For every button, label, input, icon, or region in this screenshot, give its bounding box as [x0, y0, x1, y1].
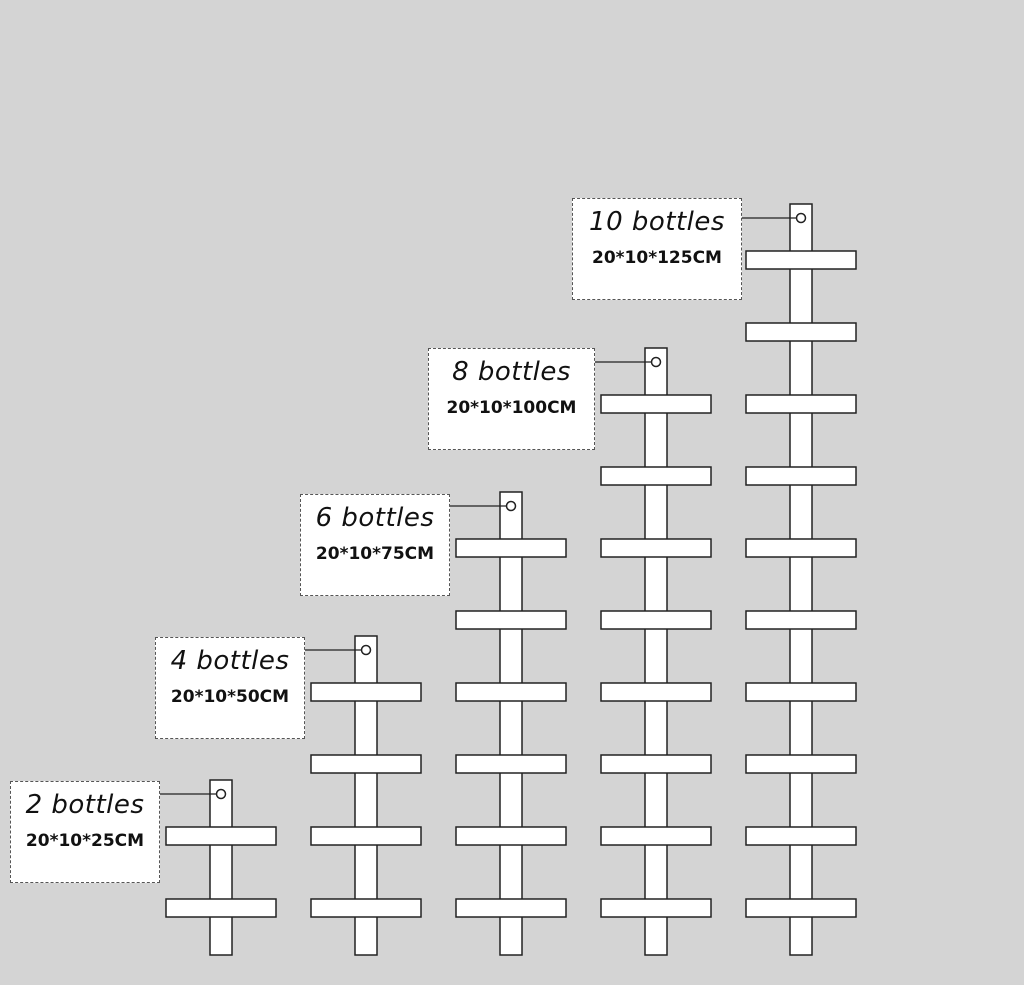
rack-bar	[745, 250, 857, 270]
hanging-hole-icon	[505, 500, 517, 512]
rack-bar	[310, 898, 422, 918]
rack-pole	[354, 635, 378, 956]
label-6-bottles: 6 bottles 20*10*75CM	[300, 494, 450, 596]
label-dimensions: 20*10*100CM	[446, 398, 577, 418]
label-dimensions: 20*10*125CM	[592, 248, 722, 268]
label-dimensions: 20*10*25CM	[25, 831, 145, 851]
rack-bar	[745, 826, 857, 846]
rack-bar	[600, 898, 712, 918]
rack-pole	[209, 779, 233, 956]
label-dimensions: 20*10*75CM	[315, 544, 435, 564]
hanging-hole-icon	[360, 644, 372, 656]
hanging-hole-icon	[795, 212, 807, 224]
rack-bar	[745, 538, 857, 558]
hanging-hole-icon	[650, 356, 662, 368]
label-8-bottles: 8 bottles 20*10*100CM	[428, 348, 595, 450]
label-title: 8 bottles	[452, 357, 571, 387]
rack-bar	[745, 394, 857, 414]
rack-bar	[455, 754, 567, 774]
label-2-bottles: 2 bottles 20*10*25CM	[10, 781, 160, 883]
rack-bar	[455, 610, 567, 630]
rack-bar	[600, 538, 712, 558]
rack-bar	[455, 826, 567, 846]
rack-bar	[745, 322, 857, 342]
label-4-bottles: 4 bottles 20*10*50CM	[155, 637, 305, 739]
rack-bar	[745, 682, 857, 702]
rack-bar	[745, 610, 857, 630]
rack-bar	[310, 682, 422, 702]
rack-bar	[310, 754, 422, 774]
label-title: 10 bottles	[589, 207, 725, 237]
label-dimensions: 20*10*50CM	[170, 687, 290, 707]
rack-bar	[165, 898, 277, 918]
rack-bar	[165, 826, 277, 846]
rack-bar	[455, 538, 567, 558]
rack-bar	[455, 898, 567, 918]
rack-bar	[600, 826, 712, 846]
rack-bar	[310, 826, 422, 846]
rack-bar	[600, 610, 712, 630]
rack-bar	[455, 682, 567, 702]
rack-bar	[600, 682, 712, 702]
label-10-bottles: 10 bottles 20*10*125CM	[572, 198, 742, 300]
rack-bar	[745, 466, 857, 486]
rack-bar	[745, 898, 857, 918]
rack-bar	[600, 754, 712, 774]
rack-pole	[644, 347, 668, 956]
label-title: 6 bottles	[315, 503, 435, 533]
rack-pole	[499, 491, 523, 956]
rack-bar	[600, 466, 712, 486]
label-title: 4 bottles	[170, 646, 290, 676]
rack-bar	[745, 754, 857, 774]
rack-bar	[600, 394, 712, 414]
label-title: 2 bottles	[25, 790, 145, 820]
hanging-hole-icon	[215, 788, 227, 800]
